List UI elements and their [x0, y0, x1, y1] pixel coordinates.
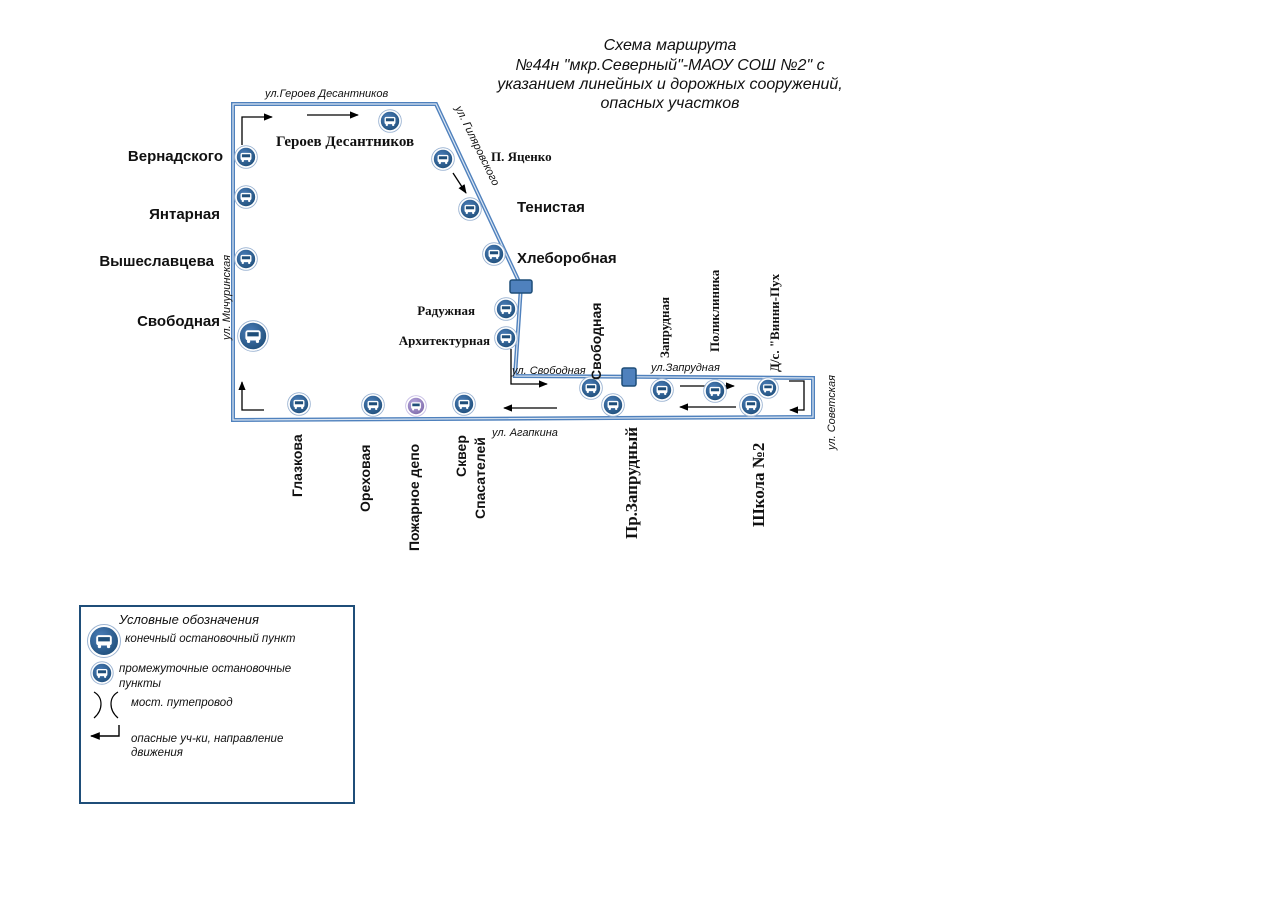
title-line-1: Схема маршрута [604, 37, 737, 54]
stop-label-yatsenko: П. Яценко [491, 149, 552, 164]
stop-label-yantarnaya: Янтарная [149, 206, 220, 223]
legend: Условные обозначения конечный остановочн… [79, 605, 355, 804]
direction-arrow-icon [510, 349, 548, 388]
bridge-icon [509, 279, 533, 294]
stop-label-zaprudnaya: Запрудная [657, 297, 672, 358]
stop-label-spasateley: Спасателей [472, 437, 488, 519]
stop-label-khleborobnaya: Хлеборобная [517, 250, 617, 267]
legend-intermediate-text-1: промежуточные остановочные [119, 663, 291, 675]
legend-danger-text-1: опасные уч-ки, направление [131, 733, 283, 745]
street-gilyarovskogo: ул. Гиляровского [452, 103, 502, 188]
direction-arrow-icon [238, 381, 264, 411]
direction-arrow-icon [789, 380, 805, 414]
route-line [231, 102, 815, 423]
direction-arrow-icon [241, 113, 273, 145]
street-svobodnaya: ул. Свободная [511, 365, 586, 377]
stop-label-svobodnaya-left: Свободная [137, 313, 220, 330]
legend-danger-text-2: движения [131, 747, 183, 759]
direction-arrows [238, 111, 805, 414]
direction-arrow-icon [90, 725, 120, 740]
legend-terminal-text: конечный остановочный пункт [125, 633, 296, 645]
title-line-4: опасных участков [601, 95, 740, 112]
bus-stop-icon [234, 247, 258, 271]
bus-stop-icon [458, 197, 482, 221]
bus-stop-icon [482, 242, 506, 266]
direction-arrow-icon [452, 172, 467, 194]
stop-label-glazkova: Глазкова [289, 434, 305, 497]
bus-stop-icon [90, 661, 114, 685]
bus-stop-icon [601, 393, 625, 417]
legend-intermediate-text-2: пункты [119, 678, 162, 690]
stop-label-pr-zaprudny: Пр.Запрудный [622, 427, 641, 539]
stop-label-svobodnaya-vert: Свободная [588, 303, 604, 380]
stop-labels: Вернадского Янтарная Вышеславцева Свобод… [99, 134, 782, 551]
legend-frame [79, 605, 355, 804]
bus-stop-icon [234, 145, 258, 169]
stop-label-pozharnoe: Пожарное депо [406, 444, 422, 551]
stop-label-shkola: Школа №2 [749, 443, 768, 527]
street-sovetskaya: ул. Советская [826, 375, 838, 451]
stop-label-raduzhnaya: Радужная [417, 303, 475, 318]
title-line-3: указанием линейных и дорожных сооружений… [496, 76, 843, 93]
bridge-icon [93, 691, 119, 719]
stop-label-arkhitekturnaya: Архитектурная [399, 333, 490, 348]
title-line-2: №44н "мкр.Северный"-МАОУ СОШ №2" с [515, 57, 824, 74]
stop-label-vinni: Д/с. "Винни-Пух [767, 273, 782, 372]
bus-stop-icon [739, 393, 763, 417]
bus-stop-icon [703, 379, 727, 403]
stop-label-geroev: Героев Десантников [276, 134, 414, 150]
stop-label-vernadskogo: Вернадского [128, 148, 223, 165]
stop-label-vysheslavtseva: Вышеславцева [99, 253, 214, 270]
bridge-icon [621, 367, 637, 387]
street-agapkina: ул. Агапкина [491, 427, 558, 439]
street-michurinskaya: ул. Мичуринская [221, 255, 233, 341]
bus-stop-icon [494, 326, 518, 350]
map-title: Схема маршрута №44н "мкр.Северный"-МАОУ … [496, 37, 843, 112]
bus-stops [234, 109, 779, 417]
bus-stop-icon [757, 377, 779, 399]
street-zaprudnaya: ул.Запрудная [650, 362, 720, 374]
bus-stop-icon [452, 392, 476, 416]
legend-bridge-text: мост. путепровод [131, 697, 233, 709]
bus-stop-icon [650, 378, 674, 402]
bus-stop-icon [361, 393, 385, 417]
legend-title: Условные обозначения [118, 612, 259, 627]
stop-label-orekhovaya: Ореховая [357, 445, 373, 512]
bus-stop-icon [405, 395, 427, 417]
bus-stop-icon [287, 392, 311, 416]
stop-label-poliklinika: Поликлиника [707, 269, 722, 352]
bus-stop-icon [579, 376, 603, 400]
street-geroev: ул.Героев Десантников [264, 88, 388, 100]
stop-label-tenistaya: Тенистая [517, 199, 585, 216]
bus-stop-icon [494, 297, 518, 321]
bus-stop-icon [234, 185, 258, 209]
stop-label-skver: Сквер [453, 435, 469, 477]
bus-stop-icon [431, 147, 455, 171]
bus-stop-icon [237, 320, 269, 352]
bus-stop-icon [378, 109, 402, 133]
bus-stop-icon [87, 624, 121, 658]
